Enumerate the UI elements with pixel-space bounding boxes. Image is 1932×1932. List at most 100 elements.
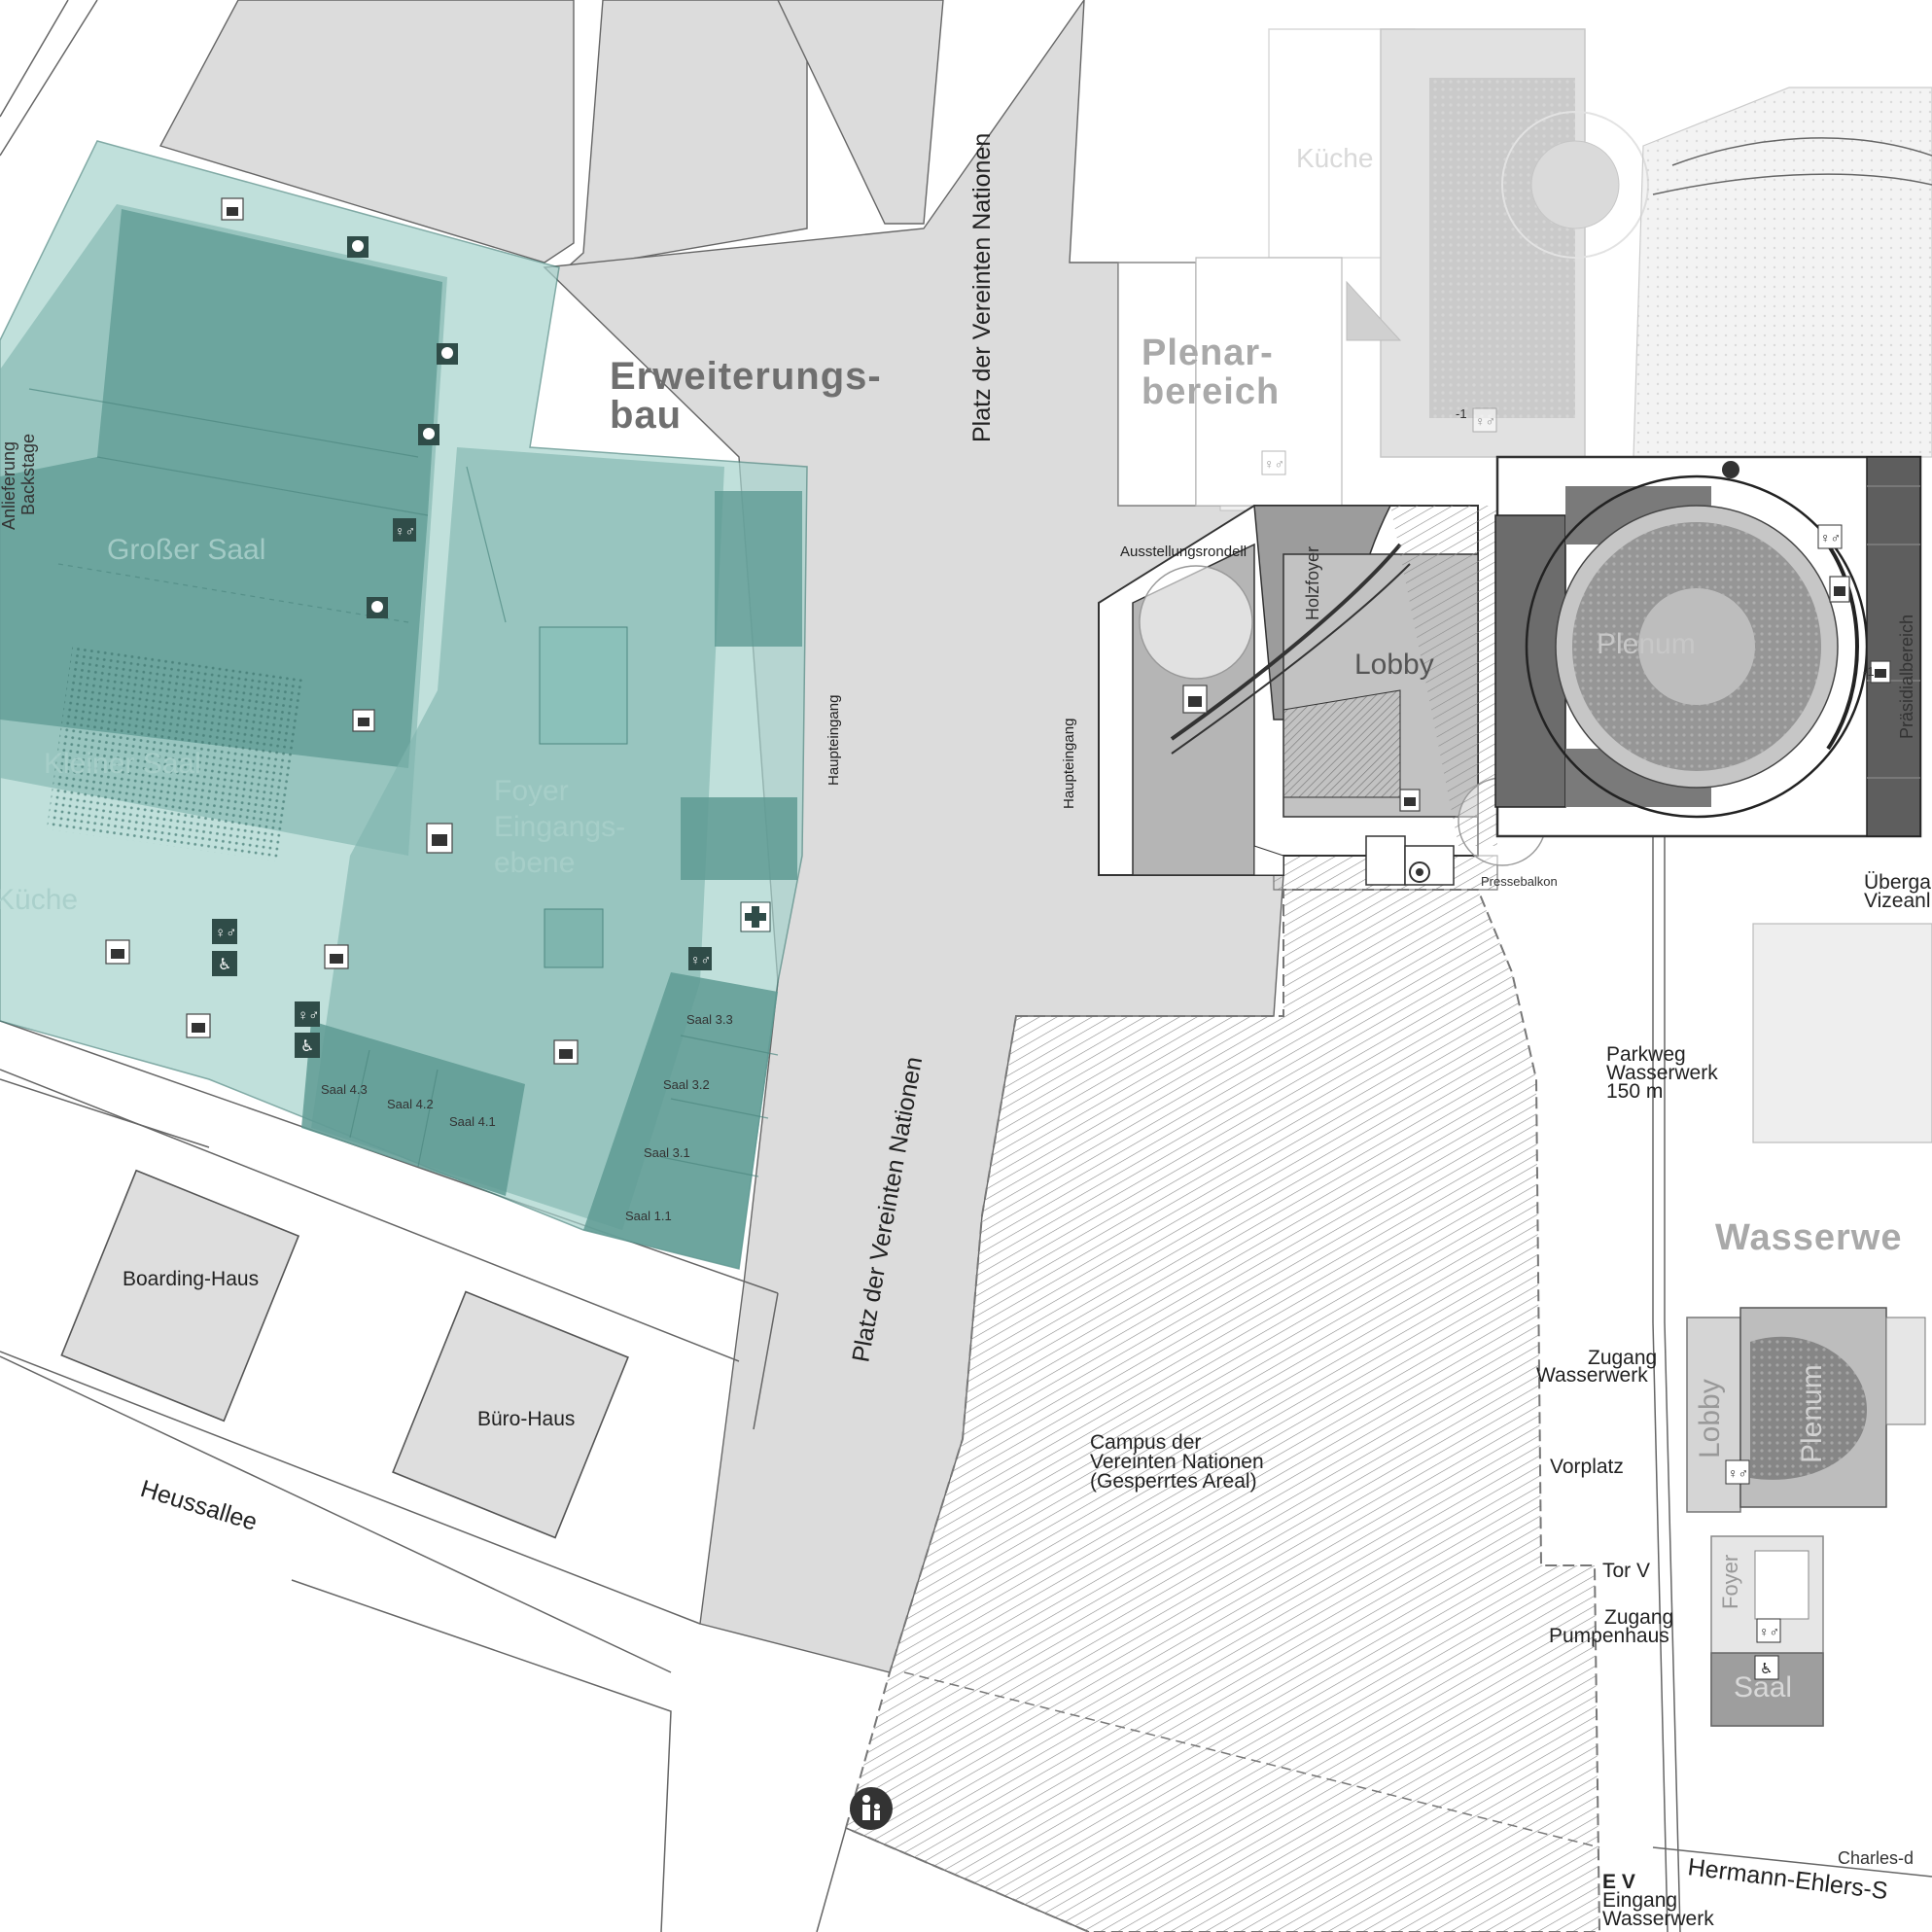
erweiterungsbau-building — [0, 140, 808, 1270]
wheelchair-icon: ♿ — [295, 1033, 320, 1058]
label-erweiterungsbau-2: bau — [610, 394, 682, 437]
label-uebergang-1: Überga — [1864, 871, 1931, 894]
label-holzfoyer: Holzfoyer — [1303, 546, 1322, 620]
label-heussallee: Heussallee — [137, 1475, 260, 1536]
info-head-icon — [437, 343, 458, 365]
label-parkweg-2: Wasserwerk — [1606, 1062, 1718, 1084]
label-boarding-haus: Boarding-Haus — [123, 1268, 259, 1290]
plenarbereich-faded — [1219, 28, 1649, 511]
label-grosser-saal: Großer Saal — [107, 534, 265, 566]
label-anlieferung: Anlieferung — [0, 441, 18, 530]
elevator-icon — [1399, 789, 1421, 812]
label-buero-haus: Büro-Haus — [477, 1408, 575, 1430]
toilet-icon: ♀♂ — [295, 1001, 320, 1027]
label-saal-4-2: Saal 4.2 — [387, 1097, 434, 1111]
svg-text:♀♂: ♀♂ — [1820, 530, 1841, 545]
elevator-icon — [1829, 576, 1850, 603]
label-backstage: Backstage — [18, 434, 38, 515]
stair-icon — [1722, 461, 1739, 478]
label-saal-3-3: Saal 3.3 — [686, 1012, 733, 1027]
label-campus-3: (Gesperrtes Areal) — [1090, 1470, 1257, 1493]
label-platz-vn-top: Platz der Vereinten Nationen — [968, 133, 996, 442]
toilet-icon: ♀♂ — [1817, 524, 1843, 549]
label-zugang-ww-1: Zugang — [1588, 1347, 1657, 1369]
elevator-icon — [426, 823, 453, 854]
label-kueche-left: Küche — [0, 884, 78, 916]
label-saal-4-1: Saal 4.1 — [449, 1114, 496, 1129]
label-charles: Charles-d — [1838, 1848, 1914, 1868]
label-tor-v: Tor V — [1602, 1560, 1650, 1582]
label-uebergang-2: Vizeanl — [1864, 890, 1931, 912]
label-saal-3-2: Saal 3.2 — [663, 1077, 710, 1092]
label-campus-2: Vereinten Nationen — [1090, 1451, 1264, 1473]
label-level-minus-1-b: -1 — [1863, 664, 1875, 679]
toilet-icon: ♀♂ — [393, 518, 416, 542]
label-praesidialbereich: Präsidialbereich — [1897, 615, 1916, 739]
elevator-icon — [324, 944, 349, 969]
toilet-icon: ♀♂ — [1261, 450, 1286, 475]
info-head-icon — [418, 424, 439, 445]
label-vorplatz: Vorplatz — [1550, 1456, 1624, 1478]
elevator-icon — [553, 1039, 579, 1065]
label-zugang-ww-2: Wasserwerk — [1536, 1364, 1648, 1387]
boarding-haus-block — [60, 1169, 300, 1423]
wheelchair-icon: ♿ — [212, 951, 237, 976]
toilet-icon: ♀♂ — [212, 919, 237, 944]
label-erweiterungsbau-1: Erweiterungs- — [610, 355, 882, 398]
toilet-icon: ♀♂ — [1725, 1459, 1750, 1485]
wasserwerk-complex — [1686, 1307, 1926, 1727]
family-icon — [850, 1787, 893, 1830]
toilet-icon: ♀♂ — [1472, 407, 1497, 433]
label-ww-plenum: Plenum — [1796, 1364, 1828, 1463]
svg-text:♀♂: ♀♂ — [1264, 456, 1284, 472]
label-parkweg-3: 150 m — [1606, 1080, 1663, 1103]
plenary-building — [1098, 455, 1922, 886]
label-haupteingang-right: Haupteingang — [1061, 719, 1077, 809]
svg-text:♀♂: ♀♂ — [1728, 1465, 1748, 1481]
label-parkweg-1: Parkweg — [1606, 1043, 1686, 1066]
label-lobby: Lobby — [1354, 649, 1434, 681]
elevator-icon — [1182, 685, 1208, 714]
label-ev-2: Eingang — [1602, 1889, 1677, 1912]
label-plenarbereich-2: bereich — [1142, 371, 1280, 412]
svg-text:♀♂: ♀♂ — [1759, 1624, 1779, 1639]
label-wasserwerk: Wasserwe — [1715, 1217, 1902, 1258]
stair-icon — [1409, 861, 1430, 883]
label-saal-3-1: Saal 3.1 — [644, 1145, 690, 1160]
label-ev-3: Wasserwerk — [1602, 1908, 1714, 1930]
svg-text:♀♂: ♀♂ — [215, 925, 237, 941]
label-ev-1: E V — [1602, 1871, 1635, 1893]
label-foyer-2: Eingangs- — [494, 811, 625, 843]
svg-text:♿: ♿ — [218, 957, 231, 973]
svg-text:♀♂: ♀♂ — [298, 1007, 320, 1024]
svg-text:♿: ♿ — [300, 1038, 314, 1055]
wheelchair-icon: ♿ — [1754, 1655, 1779, 1680]
elevator-icon — [186, 1013, 211, 1038]
label-foyer: Foyer — [494, 775, 569, 807]
elevator-icon — [352, 709, 375, 732]
buero-haus-block — [392, 1290, 629, 1539]
toilet-icon: ♀♂ — [688, 947, 712, 970]
label-pressebalkon: Pressebalkon — [1481, 874, 1558, 889]
elevator-icon — [1870, 660, 1891, 684]
svg-text:♀♂: ♀♂ — [1475, 413, 1495, 429]
info-head-icon — [367, 597, 388, 618]
toilet-icon: ♀♂ — [1756, 1618, 1781, 1643]
label-campus-1: Campus der — [1090, 1431, 1201, 1454]
label-zugang-ph-2: Pumpenhaus — [1549, 1625, 1669, 1647]
svg-text:♀♂: ♀♂ — [395, 523, 415, 539]
label-kleiner-saal: Kleiner Saal — [44, 748, 201, 780]
label-saal-4-3: Saal 4.3 — [321, 1082, 368, 1097]
label-kueche-right: Küche — [1296, 143, 1373, 173]
label-saal-1-1: Saal 1.1 — [625, 1209, 672, 1223]
label-plenum: Plenum — [1597, 628, 1696, 660]
label-zugang-ph-1: Zugang — [1604, 1606, 1673, 1629]
label-haupteingang-left: Haupteingang — [825, 695, 842, 786]
info-head-icon — [347, 236, 369, 258]
label-level-minus-1-a: -1 — [1456, 406, 1467, 421]
label-ww-lobby: Lobby — [1694, 1379, 1726, 1458]
label-ww-foyer: Foyer — [1718, 1555, 1742, 1609]
svg-text:♀♂: ♀♂ — [690, 952, 711, 967]
